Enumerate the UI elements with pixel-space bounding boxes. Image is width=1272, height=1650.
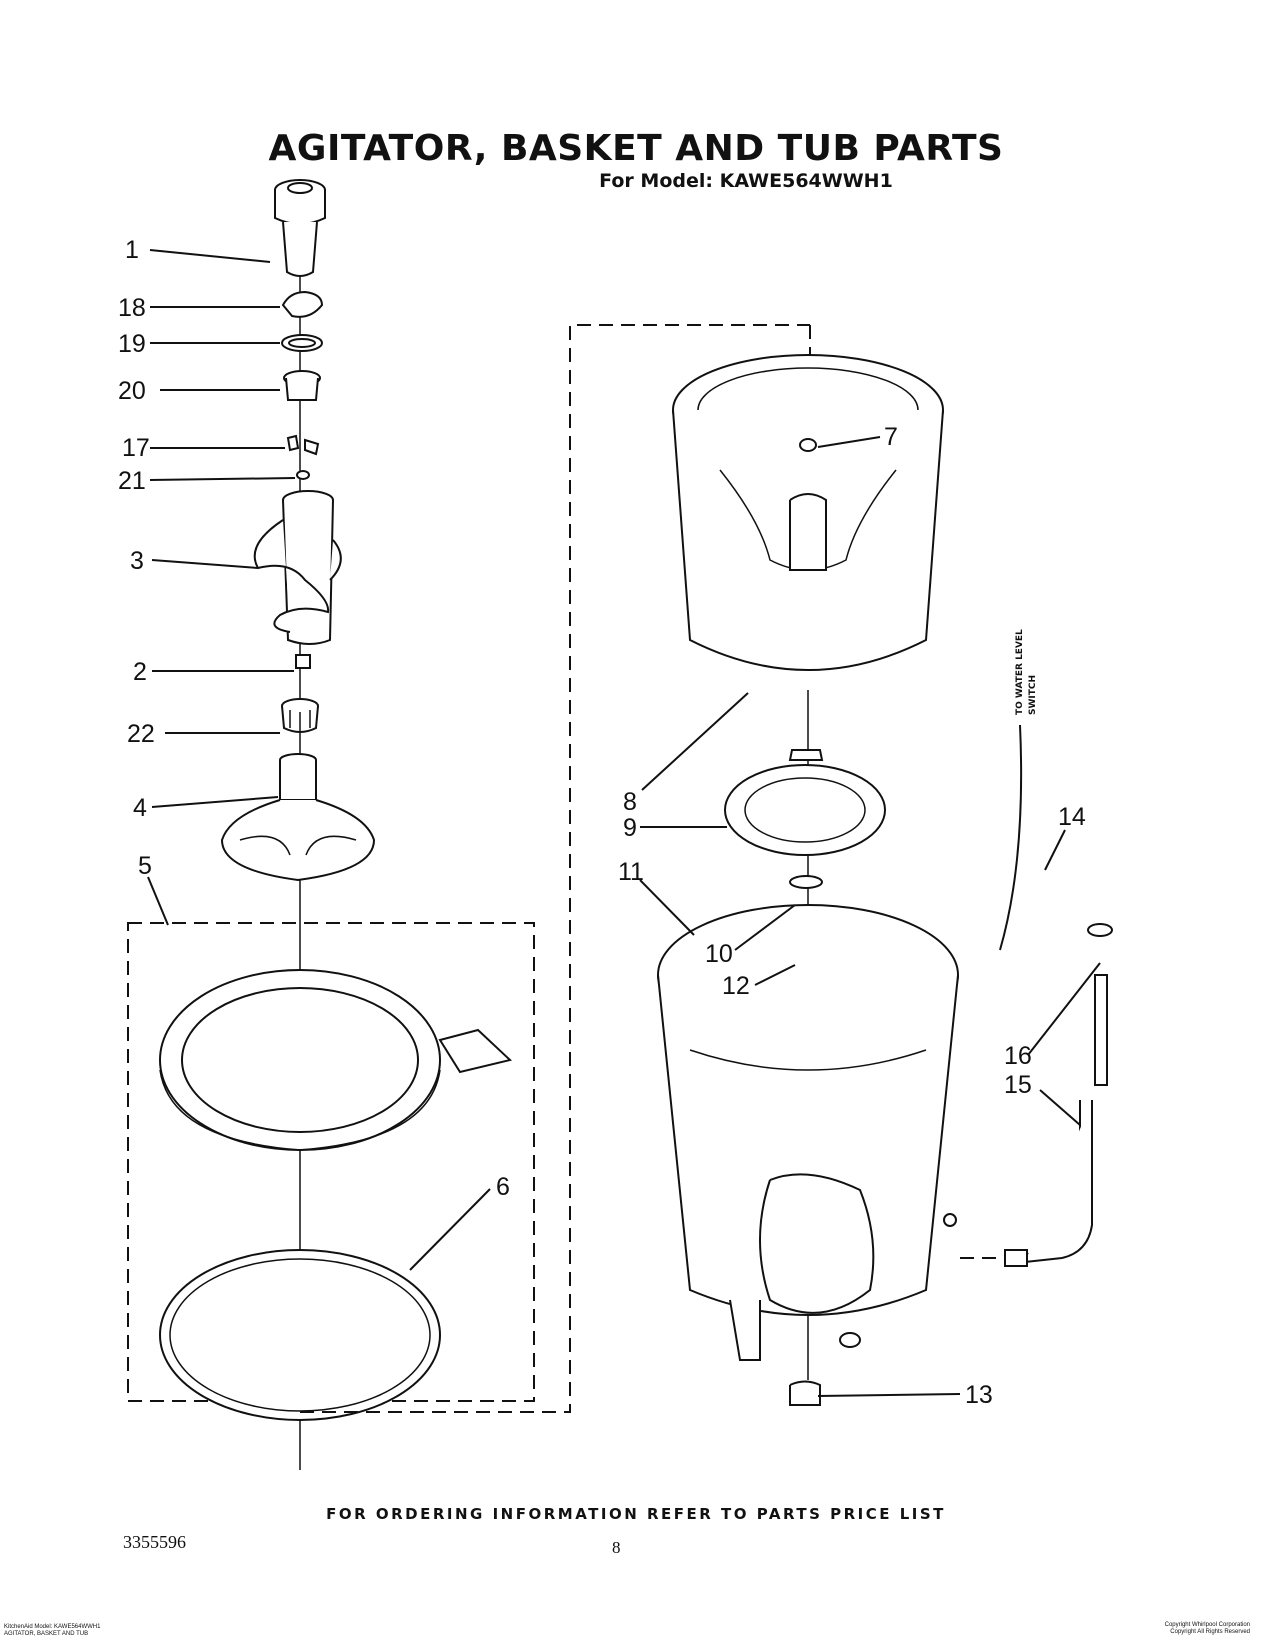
callout-18: 18 xyxy=(118,294,146,322)
callout-22: 22 xyxy=(127,720,155,748)
callout-15: 15 xyxy=(1004,1071,1032,1099)
water-level-switch-label: TO WATER LEVEL SWITCH xyxy=(1015,629,1038,715)
washer-part-21 xyxy=(296,470,310,480)
agitator-cap-part xyxy=(274,179,326,277)
basket-group-connector xyxy=(300,324,810,1413)
fine-right-line2: Copyright All Rights Reserved xyxy=(1170,1629,1250,1635)
water-level-label-line2: SWITCH xyxy=(1028,675,1038,715)
callout-12: 12 xyxy=(722,972,750,1000)
callout-4: 4 xyxy=(133,794,147,822)
dog-part-20 xyxy=(283,370,321,401)
page-number: 8 xyxy=(612,1538,621,1557)
callout-2: 2 xyxy=(133,658,147,686)
fine-left-line2: AGITATOR, BASKET AND TUB xyxy=(4,1631,89,1637)
nut-part-13 xyxy=(789,1380,821,1406)
page-title: AGITATOR, BASKET AND TUB PARTS xyxy=(268,128,1004,169)
leader-lines xyxy=(147,249,1101,1397)
callout-1: 1 xyxy=(125,236,139,264)
callout-13: 13 xyxy=(965,1381,993,1409)
balance-ring-part-5 xyxy=(159,969,513,1151)
air-dome-part-15 xyxy=(1004,974,1108,1267)
tub-part-11 xyxy=(657,904,959,1361)
fine-print-left: KitchenAid Model: KAWE564WWH1 AGITATOR, … xyxy=(4,1624,164,1638)
ordering-note: FOR ORDERING INFORMATION REFER TO PARTS … xyxy=(326,1505,946,1523)
callout-16: 16 xyxy=(1004,1042,1032,1070)
fine-right-line1: Copyright Whirlpool Corporation xyxy=(1164,1622,1250,1628)
model-subtitle: For Model: KAWE564WWH1 xyxy=(599,170,893,192)
clip-part-17 xyxy=(286,434,320,456)
drive-hub-part-9 xyxy=(724,749,886,856)
cam-part-18 xyxy=(281,290,324,318)
ring-part-10 xyxy=(789,875,823,889)
hose-part-14 xyxy=(999,724,1023,951)
clamp-part-16 xyxy=(1087,923,1113,937)
callout-11: 11 xyxy=(618,858,644,886)
callout-17: 17 xyxy=(122,434,150,462)
callout-7: 7 xyxy=(884,423,898,451)
callout-21: 21 xyxy=(118,467,146,495)
water-level-label-line1: TO WATER LEVEL xyxy=(1015,629,1025,715)
callout-20: 20 xyxy=(118,377,146,405)
callout-14: 14 xyxy=(1058,803,1086,831)
document-number: 3355596 xyxy=(123,1532,186,1552)
fine-print-right: Copyright Whirlpool Corporation Copyrigh… xyxy=(1010,1622,1250,1636)
callout-9: 9 xyxy=(623,814,637,842)
agitator-base-part-4 xyxy=(220,753,376,882)
ring-part-19-inner xyxy=(288,338,316,348)
callout-3: 3 xyxy=(130,547,144,575)
fine-left-line1: KitchenAid Model: KAWE564WWH1 xyxy=(4,1624,101,1630)
callout-8: 8 xyxy=(623,788,637,816)
callout-6: 6 xyxy=(496,1173,510,1201)
coupling-part-22 xyxy=(281,698,319,733)
gasket-part-6 xyxy=(159,1249,441,1421)
auger-part-3 xyxy=(253,490,342,645)
bolt-part-2 xyxy=(295,654,311,669)
basket-part-8 xyxy=(672,354,944,671)
callout-10: 10 xyxy=(705,940,733,968)
callout-19: 19 xyxy=(118,330,146,358)
callout-5: 5 xyxy=(138,852,152,880)
